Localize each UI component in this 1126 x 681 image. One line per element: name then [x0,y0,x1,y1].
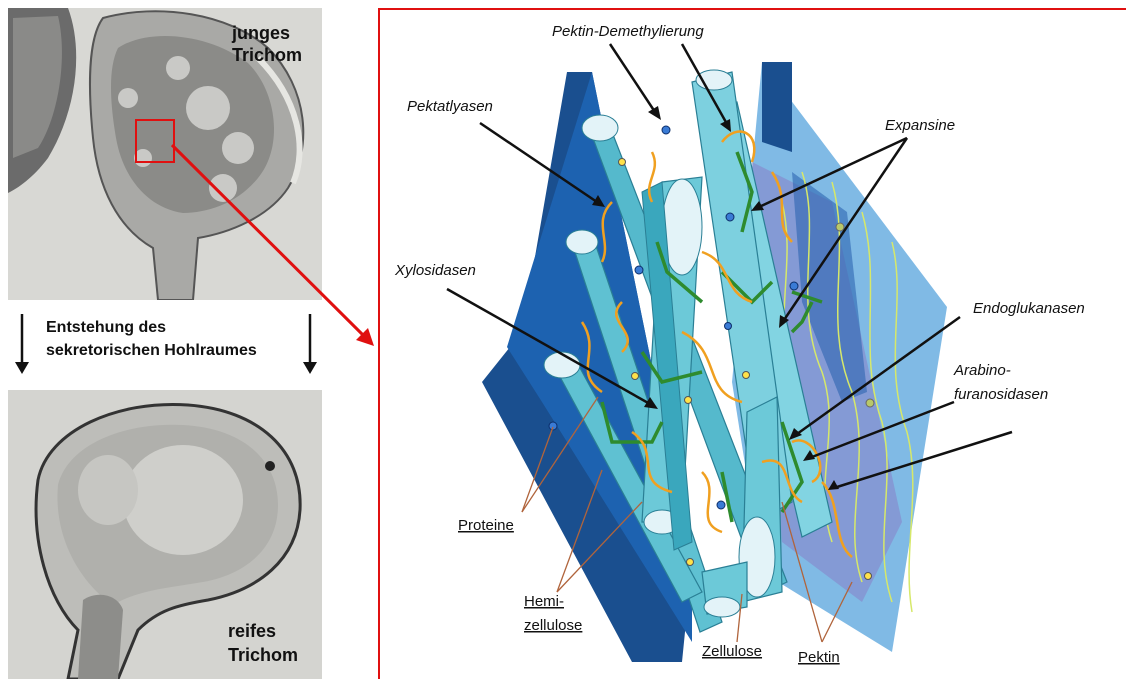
cell-wall-diagram: Pektin-Demethylierung Pektatlyasen Expan… [378,8,1126,679]
label-pectate-lyases: Pektatlyasen [407,98,493,115]
label-hemicellulose-2: zellulose [524,617,582,634]
label-cellulose: Zellulose [702,643,762,660]
label-pectin: Pektin [798,649,840,666]
label-xylosidases: Xylosidasen [394,262,476,279]
label-pectin-demethylation: Pektin-Demethylierung [552,23,704,40]
label-expansins: Expansine [885,117,955,134]
label-hemicellulose-1: Hemi- [524,593,564,610]
label-arabinofuranosidases-1: Arabino- [953,362,1011,379]
mature-trichome-micrograph: reifes Trichom [8,390,322,679]
label-arabinofuranosidases-2: furanosidasen [954,386,1048,403]
mature-trichome-label-2: Trichom [228,644,298,666]
zoom-arrow [0,0,400,360]
right-wall-edge [762,62,792,152]
label-endoglucanases: Endoglukanasen [973,300,1085,317]
label-proteins: Proteine [458,517,514,534]
mature-trichome-label-1: reifes [228,620,276,642]
